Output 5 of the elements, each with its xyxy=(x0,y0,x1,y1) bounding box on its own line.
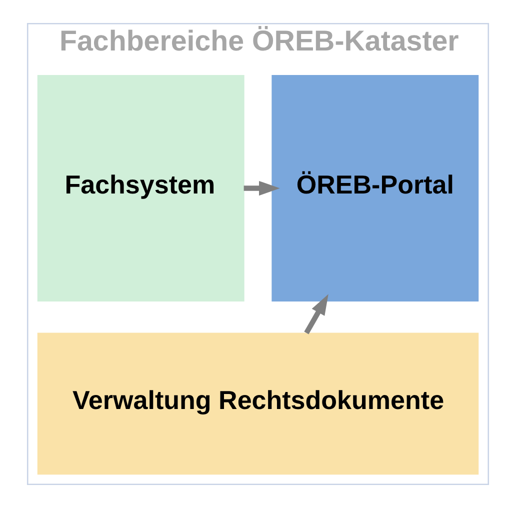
node-box: Fachsystem xyxy=(37,75,244,302)
node-box: Verwaltung Rechtsdokumente xyxy=(37,332,479,475)
node-box: ÖREB-Portal xyxy=(272,75,479,302)
arrow xyxy=(304,294,328,334)
arrow xyxy=(244,180,280,196)
